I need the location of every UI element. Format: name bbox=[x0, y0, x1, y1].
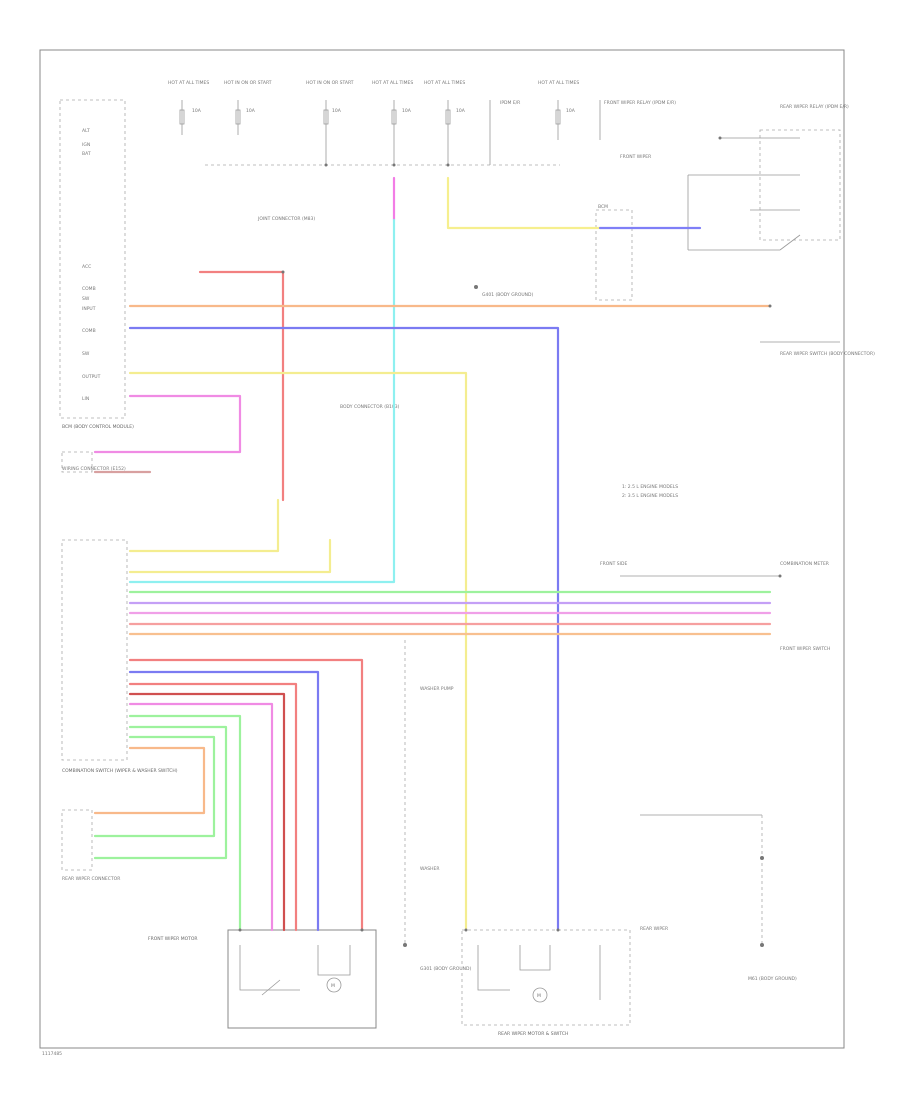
combination-meter: COMBINATION METER FRONT SIDE FRONT WIPER… bbox=[600, 561, 830, 652]
svg-text:10A: 10A bbox=[192, 108, 202, 114]
front-wiper-motor: FRONT WIPER MOTOR M bbox=[148, 929, 377, 1029]
left-connector-label: WIRING CONNECTOR (E152) bbox=[62, 466, 126, 472]
front-wiper-relay-label: FRONT WIPER RELAY (IPDM E/R) bbox=[604, 100, 676, 106]
ground-left-label: G401 (BODY GROUND) bbox=[482, 292, 533, 298]
svg-text:SW: SW bbox=[82, 296, 90, 302]
svg-text:COMB: COMB bbox=[82, 328, 96, 334]
combination-switch-block: COMBINATION SWITCH (WIPER & WASHER SWITC… bbox=[61, 539, 178, 774]
footer-code: 1117485 bbox=[42, 1051, 62, 1057]
svg-text:10A: 10A bbox=[402, 108, 412, 114]
fuse-row: HOT AT ALL TIMES HOT IN ON OR START HOT … bbox=[168, 80, 676, 166]
right-relay: REAR WIPER RELAY (IPDM E/R) FRONT WIPER bbox=[620, 104, 849, 251]
svg-text:SW: SW bbox=[82, 351, 90, 357]
fuse-label-a: HOT AT ALL TIMES bbox=[168, 80, 209, 86]
mid-connector-label: JOINT CONNECTOR (M83) bbox=[257, 216, 315, 222]
wires bbox=[93, 176, 772, 932]
right-ground-label: M61 (BODY GROUND) bbox=[748, 976, 797, 982]
svg-text:M: M bbox=[331, 983, 335, 989]
front-wiper-switch-small: REAR WIPER CONNECTOR bbox=[61, 809, 120, 882]
fuse-label-c: HOT IN ON OR START bbox=[306, 80, 354, 86]
combination-meter-label: COMBINATION METER bbox=[780, 561, 829, 567]
ipdm-right-label: REAR WIPER SWITCH (BODY CONNECTOR) bbox=[780, 351, 875, 357]
svg-text:10A: 10A bbox=[456, 108, 466, 114]
rear-wiper-motor: REAR WIPER MOTOR & SWITCH M bbox=[461, 929, 631, 1037]
legend-item-1: 1: 2.5 L ENGINE MODELS bbox=[622, 484, 678, 490]
svg-text:10A: 10A bbox=[246, 108, 256, 114]
svg-text:COMB: COMB bbox=[82, 286, 96, 292]
front-wiper-motor-label: FRONT WIPER MOTOR bbox=[148, 936, 198, 942]
front-wiper-switch-label: FRONT WIPER SWITCH bbox=[780, 646, 830, 652]
svg-text:ACC: ACC bbox=[82, 264, 91, 270]
rear-connector-label: REAR WIPER CONNECTOR bbox=[62, 876, 120, 882]
washer-pump-label: WASHER PUMP bbox=[420, 686, 454, 692]
svg-text:ALT: ALT bbox=[82, 128, 90, 134]
svg-text:REAR WIPER: REAR WIPER bbox=[640, 926, 668, 932]
svg-text:FRONT WIPER: FRONT WIPER bbox=[620, 154, 651, 160]
terminals bbox=[238, 163, 772, 932]
svg-text:WASHER: WASHER bbox=[420, 866, 440, 872]
ground-right-label: G301 (BODY GROUND) bbox=[420, 966, 471, 972]
svg-text:10A: 10A bbox=[332, 108, 342, 114]
ipdm-label: IPDM E/R bbox=[500, 100, 520, 106]
body-connector-label: BODY CONNECTOR (B103) bbox=[340, 404, 400, 410]
fuse-label-e: HOT AT ALL TIMES bbox=[424, 80, 465, 86]
fuse-label-d: HOT AT ALL TIMES bbox=[372, 80, 413, 86]
rear-wiper-motor-label: REAR WIPER MOTOR & SWITCH bbox=[498, 1031, 568, 1037]
diagram-frame bbox=[39, 49, 845, 1049]
right-ground: REAR WIPER M61 (BODY GROUND) bbox=[640, 814, 797, 982]
svg-text:LIN: LIN bbox=[82, 396, 89, 402]
fuse-label-f: HOT AT ALL TIMES bbox=[538, 80, 579, 86]
right-relay-label: REAR WIPER RELAY (IPDM E/R) bbox=[780, 104, 849, 110]
svg-text:IGN: IGN bbox=[82, 142, 90, 148]
combination-switch-label: COMBINATION SWITCH (WIPER & WASHER SWITC… bbox=[62, 768, 178, 774]
bcm-label: BCM (BODY CONTROL MODULE) bbox=[62, 424, 134, 430]
legend-item-2: 2: 3.5 L ENGINE MODELS bbox=[622, 493, 678, 499]
svg-text:10A: 10A bbox=[566, 108, 576, 114]
svg-text:FRONT SIDE: FRONT SIDE bbox=[600, 561, 627, 567]
svg-text:INPUT: INPUT bbox=[82, 306, 96, 312]
svg-text:BCM: BCM bbox=[598, 204, 608, 210]
bcm-block: BCM (BODY CONTROL MODULE) ALT IGN BAT AC… bbox=[59, 99, 134, 430]
svg-text:BAT: BAT bbox=[82, 151, 91, 157]
svg-text:OUTPUT: OUTPUT bbox=[82, 374, 101, 380]
svg-text:M: M bbox=[537, 993, 541, 999]
fuse-label-b: HOT IN ON OR START bbox=[224, 80, 272, 86]
washer-pump: WASHER PUMP WASHER G301 (BODY GROUND) bbox=[403, 640, 471, 972]
